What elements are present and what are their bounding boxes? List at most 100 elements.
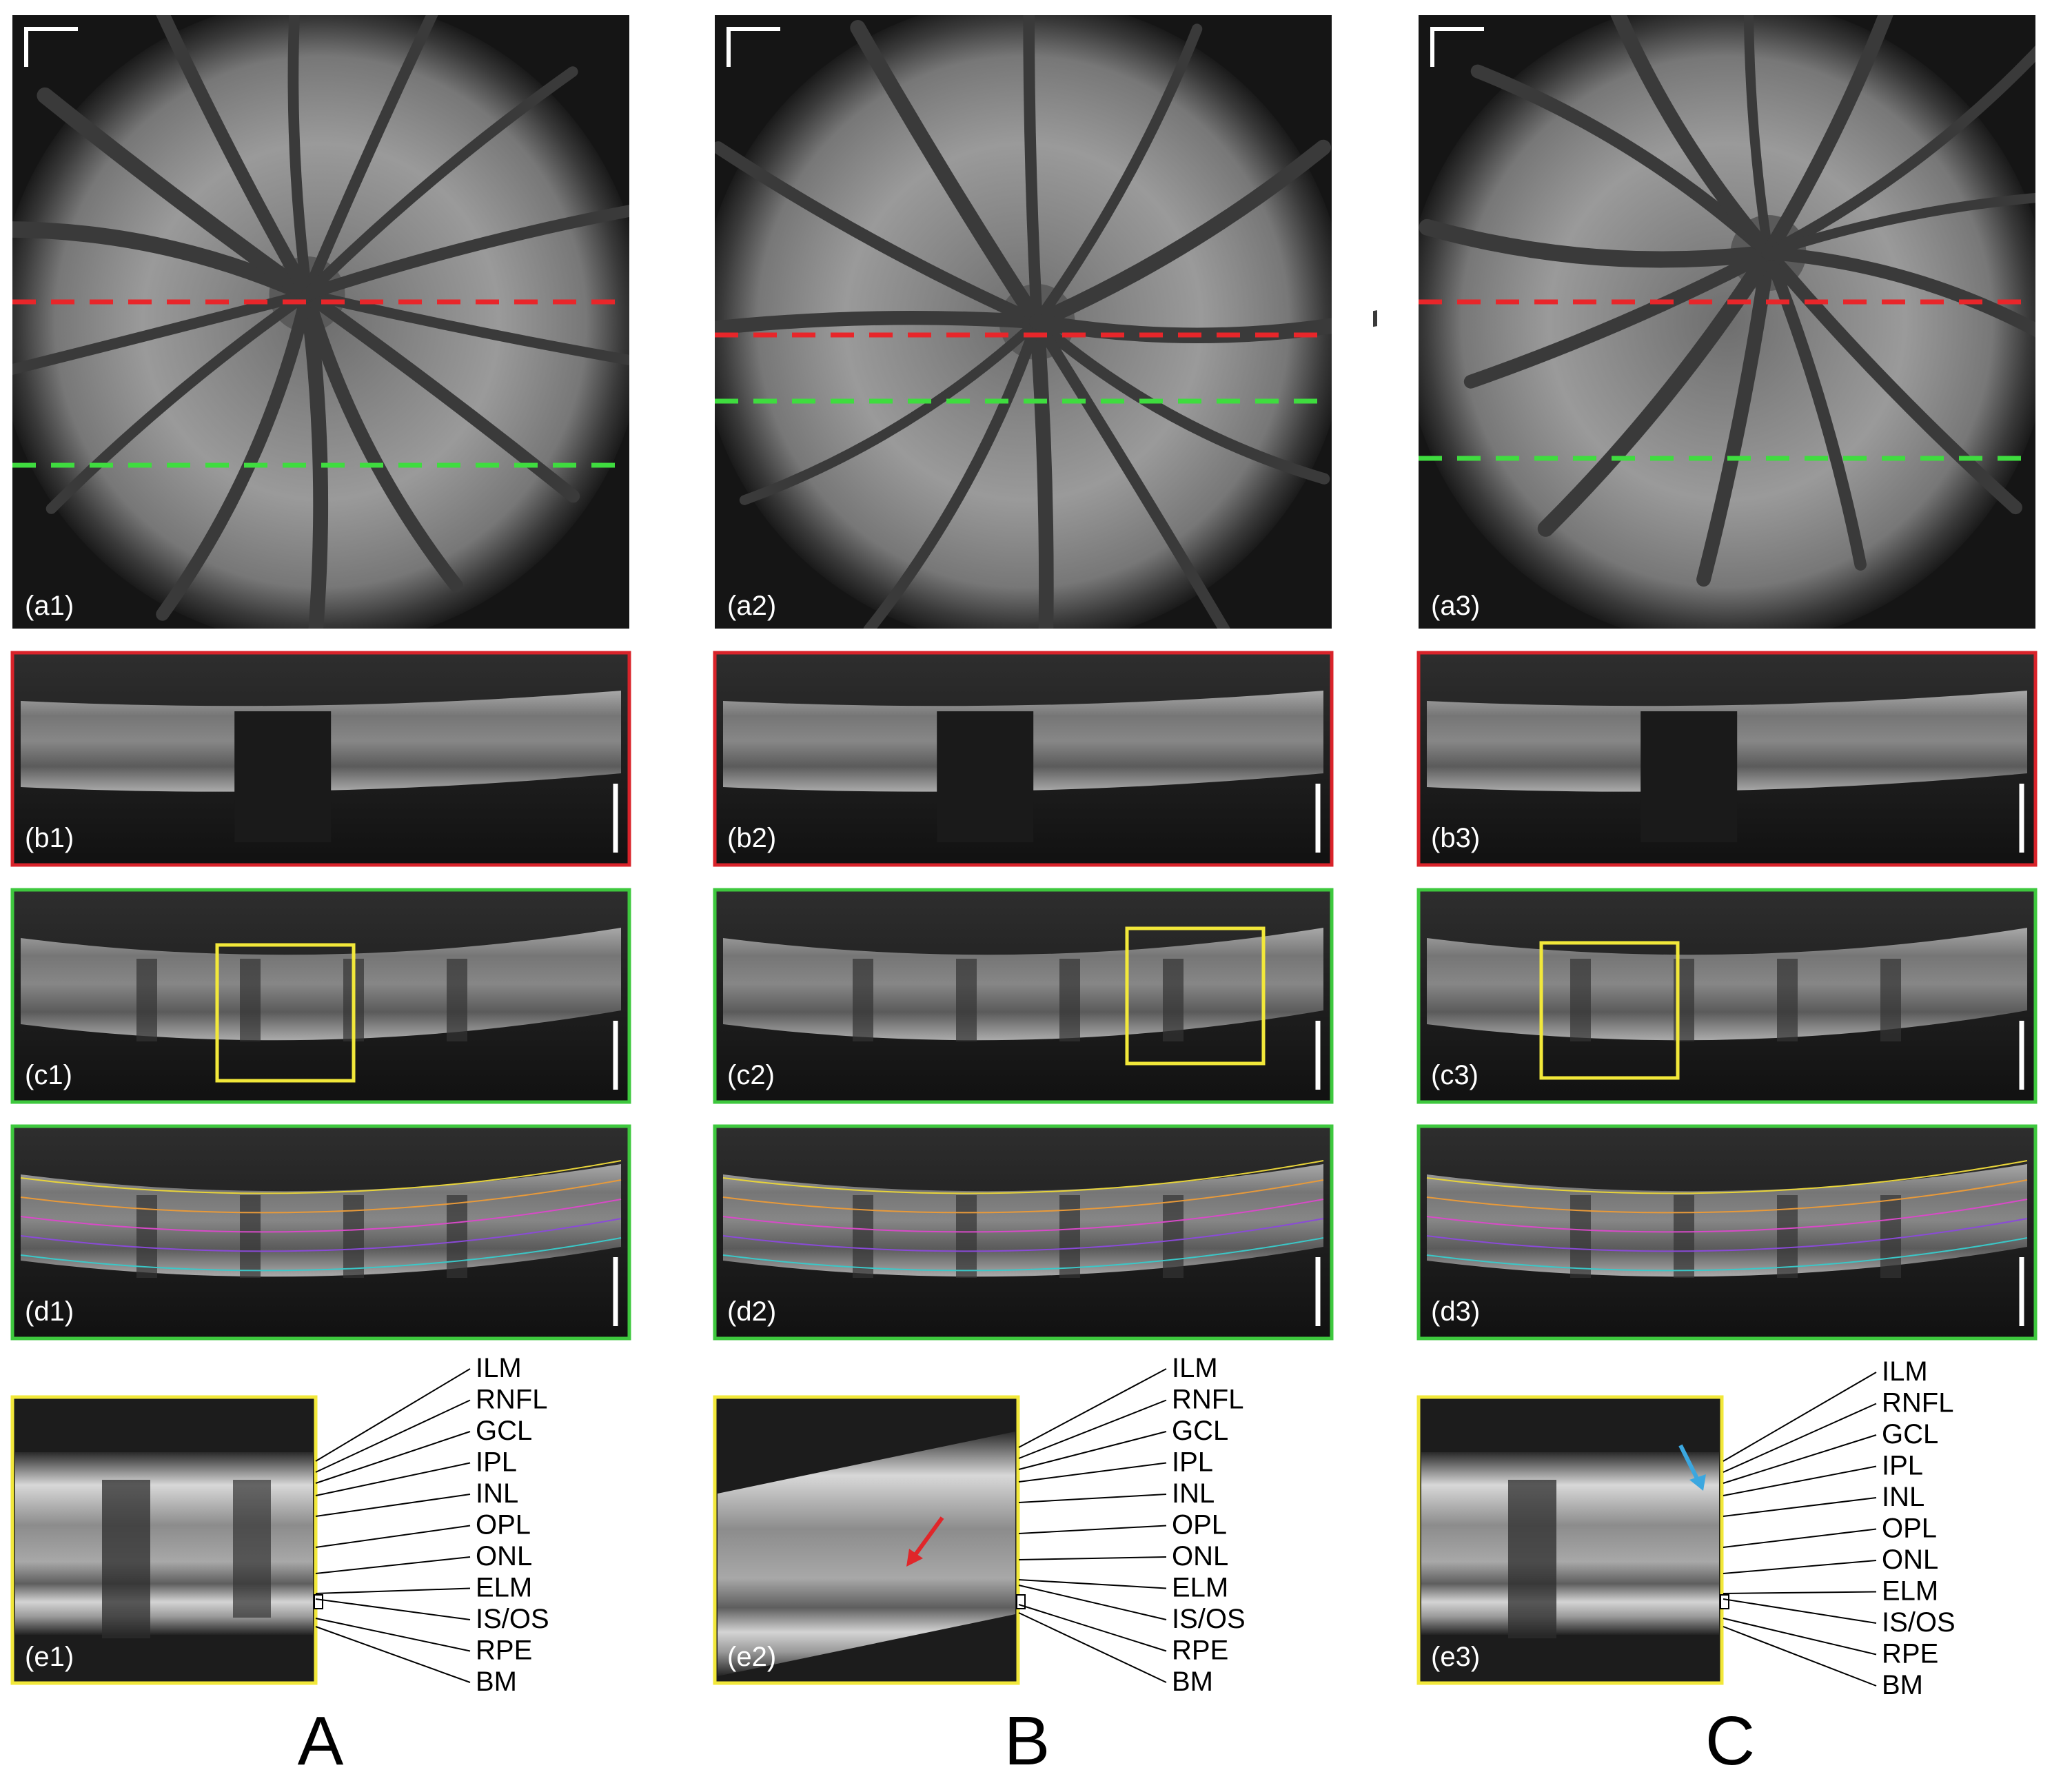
retinal-vessel bbox=[1031, 316, 1230, 635]
segmentation-line bbox=[20, 1237, 622, 1272]
leader-line bbox=[1723, 1528, 1877, 1548]
retinal-vessel bbox=[1470, 64, 1776, 260]
layer-label-is-os: IS/OS bbox=[1172, 1604, 1246, 1634]
layer-label-ipl: IPL bbox=[1172, 1447, 1213, 1478]
leader-line bbox=[1723, 1372, 1877, 1462]
column-letter: B bbox=[1004, 1702, 1050, 1780]
panel-label-b: (b1) bbox=[25, 823, 74, 853]
retinal-vessel bbox=[1763, 34, 2052, 259]
panel-label-c: (c1) bbox=[25, 1060, 72, 1090]
fundus-panel: (a2) bbox=[673, 0, 1409, 678]
retinal-vessel bbox=[850, 20, 1045, 330]
retinal-vessel bbox=[1029, 314, 1054, 678]
layer-label-gcl: GCL bbox=[1172, 1416, 1228, 1446]
retinal-vessel bbox=[1029, 139, 1332, 330]
retinal-vessel bbox=[300, 287, 463, 593]
leader-line bbox=[315, 1626, 471, 1683]
vessel-shadow bbox=[447, 959, 467, 1041]
retinal-vessel bbox=[1463, 246, 1776, 389]
vessel-shadow bbox=[1674, 1195, 1694, 1278]
retinal-vessel bbox=[1762, 247, 1867, 571]
retinal-vessel bbox=[863, 316, 1043, 635]
leader-line bbox=[1018, 1585, 1167, 1620]
bscan-panel-c: (c3) bbox=[1416, 888, 2038, 1104]
vessel-shadow bbox=[233, 1480, 271, 1618]
column-3: (a3)(b3)(c3)(d3)(e3)ILMRNFLGCLIPLINLOPLO… bbox=[1377, 0, 2052, 1780]
zoom-panel: (e2) bbox=[713, 1395, 1026, 1685]
leader-line bbox=[1723, 1626, 1877, 1687]
retinal-vessel bbox=[1537, 245, 1777, 537]
zoom-panel: (e3) bbox=[1416, 1395, 1729, 1685]
bscan-panel-b: (b2) bbox=[713, 651, 1334, 867]
blue-arrow-head-icon bbox=[1689, 1474, 1706, 1491]
column-2: (a2)(b2)(c2)(d2)(e2)ILMRNFLGCLIPLINLOPLO… bbox=[673, 0, 1409, 1780]
zoom-retina-layers bbox=[1421, 1452, 1719, 1635]
leader-line bbox=[315, 1587, 471, 1594]
leader-line bbox=[1723, 1434, 1877, 1484]
column-1: (a1)(b1)(c1)(d1)(e1)ILMRNFLGCLIPLINLOPLO… bbox=[0, 0, 671, 1780]
retinal-vessel bbox=[0, 289, 313, 378]
panel-label-e: (e2) bbox=[727, 1642, 776, 1672]
bscan-panel-b: (b1) bbox=[10, 651, 631, 867]
layer-label-ilm: ILM bbox=[1882, 1356, 1928, 1387]
retinal-vessel bbox=[287, 0, 313, 300]
vessel-shadow bbox=[853, 959, 873, 1041]
layer-label-inl: INL bbox=[1882, 1482, 1924, 1512]
segmentation-line bbox=[1426, 1237, 2028, 1272]
vessel-shadow bbox=[1570, 1195, 1591, 1278]
leader-line bbox=[1018, 1368, 1167, 1448]
layer-label-ilm: ILM bbox=[476, 1353, 522, 1383]
optic-nerve-shadow bbox=[234, 711, 332, 842]
bscan-panel-d: (d2) bbox=[713, 1124, 1334, 1341]
segmentation-line bbox=[722, 1179, 1324, 1214]
layer-label-opl: OPL bbox=[1172, 1510, 1227, 1540]
retinal-vessel bbox=[1031, 316, 1330, 485]
retinal-vessel bbox=[301, 289, 650, 368]
retinal-vessel bbox=[37, 87, 316, 303]
retinal-vessel bbox=[0, 221, 316, 303]
leader-line bbox=[1018, 1556, 1167, 1560]
panel-label-c: (c3) bbox=[1431, 1060, 1479, 1090]
leader-line bbox=[315, 1368, 471, 1462]
vessel-shadow bbox=[240, 1195, 261, 1278]
zoom-region-box bbox=[1539, 941, 1680, 1080]
layer-label-rnfl: RNFL bbox=[1882, 1388, 1953, 1418]
vessel-shadow bbox=[1163, 1195, 1184, 1278]
zoom-region-box bbox=[1125, 926, 1266, 1066]
retinal-vessel bbox=[1763, 192, 2052, 258]
retina-layers bbox=[21, 928, 621, 1041]
layer-label-bm: BM bbox=[476, 1667, 517, 1697]
bscan-panel-c: (c1) bbox=[10, 888, 631, 1104]
optic-nerve-shadow bbox=[1640, 711, 1738, 842]
leader-line bbox=[1723, 1618, 1877, 1656]
isos-bracket bbox=[1720, 1594, 1729, 1609]
layer-label-rnfl: RNFL bbox=[1172, 1385, 1243, 1415]
column-letter: A bbox=[298, 1702, 344, 1780]
zoom-panel: (e1) bbox=[10, 1395, 323, 1685]
leader-line bbox=[315, 1494, 471, 1517]
retinal-vessel bbox=[301, 201, 658, 301]
red-arrow-head-icon bbox=[906, 1549, 923, 1567]
layer-label-inl: INL bbox=[476, 1478, 518, 1509]
leader-line bbox=[1723, 1591, 1877, 1594]
retinal-vessel bbox=[1419, 218, 1777, 268]
leader-line bbox=[1018, 1399, 1167, 1459]
vessel-shadow bbox=[240, 959, 261, 1041]
vessel-shadow bbox=[1059, 959, 1080, 1041]
vessel-shadow bbox=[447, 1195, 467, 1278]
layer-label-onl: ONL bbox=[1172, 1541, 1228, 1571]
layer-label-ipl: IPL bbox=[476, 1447, 517, 1478]
scale-bar bbox=[1430, 27, 1484, 67]
layer-label-rpe: RPE bbox=[1882, 1639, 1938, 1669]
bscan-panel-b: (b3) bbox=[1416, 651, 2038, 867]
blue-arrow-icon bbox=[1678, 1444, 1700, 1481]
segmentation-line bbox=[1426, 1160, 2028, 1194]
leader-line bbox=[1018, 1525, 1167, 1534]
layer-label-rnfl: RNFL bbox=[476, 1385, 547, 1415]
leader-line bbox=[315, 1431, 471, 1484]
leader-line bbox=[1018, 1612, 1167, 1683]
